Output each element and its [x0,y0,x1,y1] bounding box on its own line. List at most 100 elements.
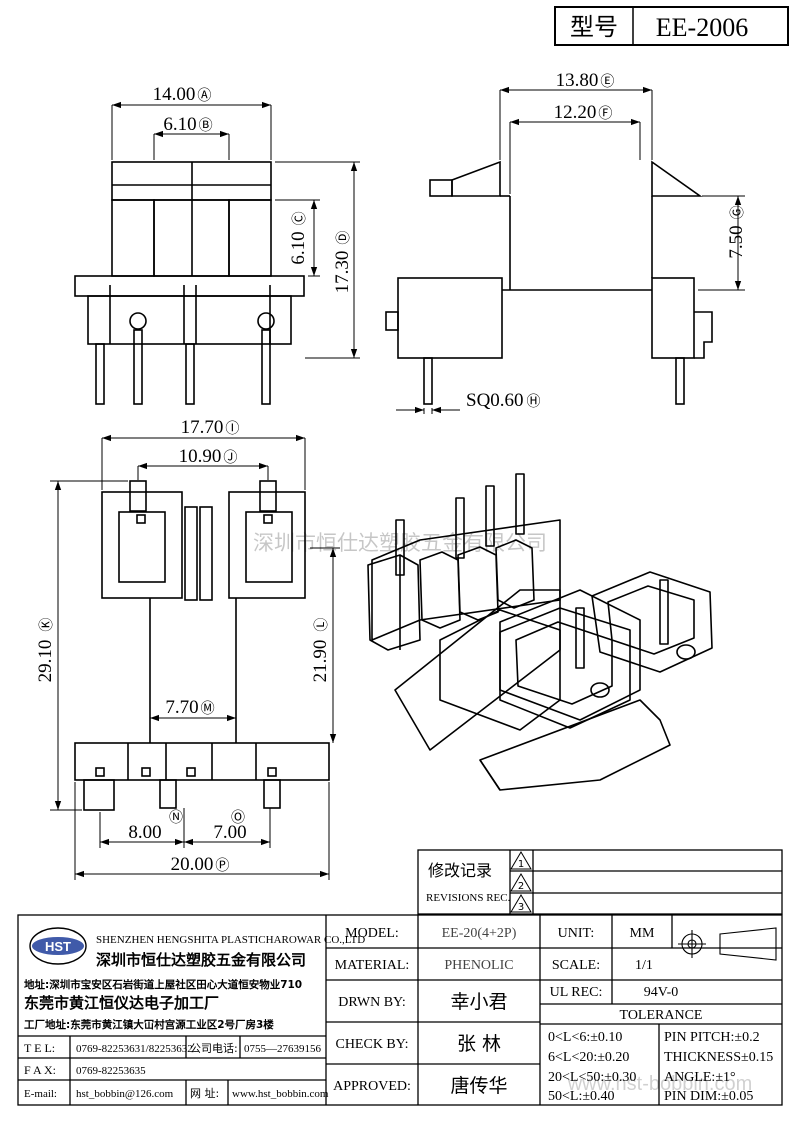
fax-value: 0769-82253635 [76,1065,146,1077]
model-spec-label: MODEL: [345,926,399,941]
phone-value: 0755—27639156 [244,1043,322,1055]
ul-label: UL REC: [550,985,603,1000]
model-spec-value: EE-20(4+2P) [442,926,517,941]
dim-H-value: SQ0.60 [466,390,524,411]
svg-text:13.80Ⓔ: 13.80Ⓔ [556,70,615,91]
side-view-dimensions [396,86,745,414]
tel-label: T E L: [24,1041,55,1055]
approved-value: 唐传华 [450,1075,507,1097]
company-info: SHENZHEN HENGSHITA PLASTICHAROWAR CO.,LT… [24,934,365,1100]
svg-text:17.30Ⓓ: 17.30 Ⓓ [332,231,353,294]
tolerance-4: 50<L:±0.40 [548,1089,615,1104]
other-tolerance-2: THICKNESS±0.15 [664,1050,773,1065]
web-label: 网 址: [190,1086,219,1100]
revision-mark-2: 2 [510,873,532,892]
dim-K-value: 29.10 [35,640,56,683]
factory-address: 工厂地址:东莞市黄江镇大冚村宫源工业区2号厂房3楼 [24,1018,274,1031]
svg-text:SQ0.60Ⓗ: SQ0.60Ⓗ [466,390,541,411]
side-view [385,160,713,405]
dim-F-value: 12.20 [554,102,597,123]
front-view [74,161,305,405]
svg-text:1: 1 [518,859,524,870]
dim-I-mark: Ⓘ [225,421,239,437]
drawn-label: DRWN BY: [338,995,406,1010]
dim-J-mark: Ⓙ [223,450,237,466]
fax-label: F A X: [24,1063,56,1077]
tolerance-1: 0<L<6:±0.10 [548,1030,622,1045]
tel-value: 0769-82253631/82253632 [76,1043,193,1055]
header-model-box: 型号 EE-2006 [554,6,789,46]
dim-L-value: 21.90 [310,640,331,683]
revision-mark-1: 1 [510,851,532,870]
unit-label: UNIT: [558,926,595,941]
material-value: PHENOLIC [444,958,513,973]
dim-O-mark: Ⓞ [231,810,245,826]
dim-N-value: 8.00 [128,822,161,843]
dim-D-value: 17.30 [332,251,353,294]
dim-H-mark: Ⓗ [527,394,541,410]
model-label: 型号 [570,13,618,41]
dim-M-value: 7.70 [165,697,198,718]
svg-text:7.70Ⓜ: 7.70Ⓜ [165,697,214,718]
revisions-text: 修改记录 REVISIONS REC. 1 2 3 [426,851,532,913]
watermark-company: 深圳市恒仕达塑胶五金有限公司 [253,531,547,555]
check-value: 张 林 [457,1033,501,1055]
dim-I-value: 17.70 [181,417,224,438]
revisions-label-en: REVISIONS REC. [426,892,511,904]
other-tolerance-1: PIN PITCH:±0.2 [664,1030,760,1045]
svg-text:17.70Ⓘ: 17.70Ⓘ [181,417,240,438]
phone-label: 公司电话: [190,1042,238,1055]
dim-J-value: 10.90 [179,446,222,467]
dim-A-value: 14.00 [153,84,196,105]
svg-text:2: 2 [518,881,524,892]
dim-N-mark: Ⓝ [169,810,183,826]
drawn-value: 幸小君 [450,991,507,1013]
dim-L-mark: Ⓛ [314,618,330,632]
dim-A-mark: Ⓐ [197,88,211,104]
revisions-box [417,849,783,915]
svg-text:14.00Ⓐ: 14.00Ⓐ [153,84,212,105]
dim-P-mark: Ⓟ [215,858,229,874]
svg-text:10.90Ⓙ: 10.90Ⓙ [179,446,238,467]
top-view-dimensions [50,434,340,880]
factory-name: 东莞市黄江恒仪达电子加工厂 [24,994,219,1012]
revision-mark-3: 3 [510,894,532,913]
watermark-url: www.hst-bobbin.com [567,1073,753,1095]
spec-table: MODEL: EE-20(4+2P) MATERIAL: PHENOLIC DR… [333,926,773,1104]
dim-C-mark: Ⓒ [292,211,308,225]
check-label: CHECK BY: [335,1037,408,1052]
svg-text:3: 3 [518,902,524,913]
dim-B-value: 6.10 [163,114,196,135]
tolerance-title: TOLERANCE [620,1008,703,1023]
unit-value: MM [630,926,655,941]
dim-F-mark: Ⓕ [598,106,612,122]
title-block-grid [17,914,783,1106]
front-view-dimensions [111,101,360,359]
svg-text:29.10Ⓚ: 29.10 Ⓚ [35,618,56,683]
company-name-en: SHENZHEN HENGSHITA PLASTICHAROWAR CO.,LT… [96,934,365,946]
email-label: E-mail: [24,1088,57,1100]
other-tolerance-4: PIN DIM:±0.05 [664,1089,753,1104]
projection-symbol-icon [678,927,777,961]
dim-D-mark: Ⓓ [336,231,352,245]
revisions-label-cn: 修改记录 [428,861,492,880]
company-name-cn: 深圳市恒仕达塑胶五金有限公司 [96,951,306,969]
dim-G-value: 7.50 [726,225,747,258]
dim-E-value: 13.80 [556,70,599,91]
svg-text:21.90Ⓛ: 21.90 Ⓛ [310,618,331,683]
dim-B-mark: Ⓑ [199,118,213,134]
email-value: hst_bobbin@126.com [76,1088,174,1100]
company-logo: HST [29,927,87,965]
svg-text:20.00Ⓟ: 20.00Ⓟ [171,854,230,875]
material-label: MATERIAL: [335,958,410,973]
logo-text: HST [45,939,71,954]
svg-text:7.50Ⓖ: 7.50Ⓖ [726,205,747,258]
dim-E-mark: Ⓔ [600,74,614,90]
dim-C-value: 6.10 [288,231,309,264]
dim-K-mark: Ⓚ [39,618,55,632]
company-address: 地址:深圳市宝安区石岩街道上屋社区田心大道恒安物业710 [24,978,302,991]
tolerance-3: 20<L<50:±0.30 [548,1070,636,1085]
